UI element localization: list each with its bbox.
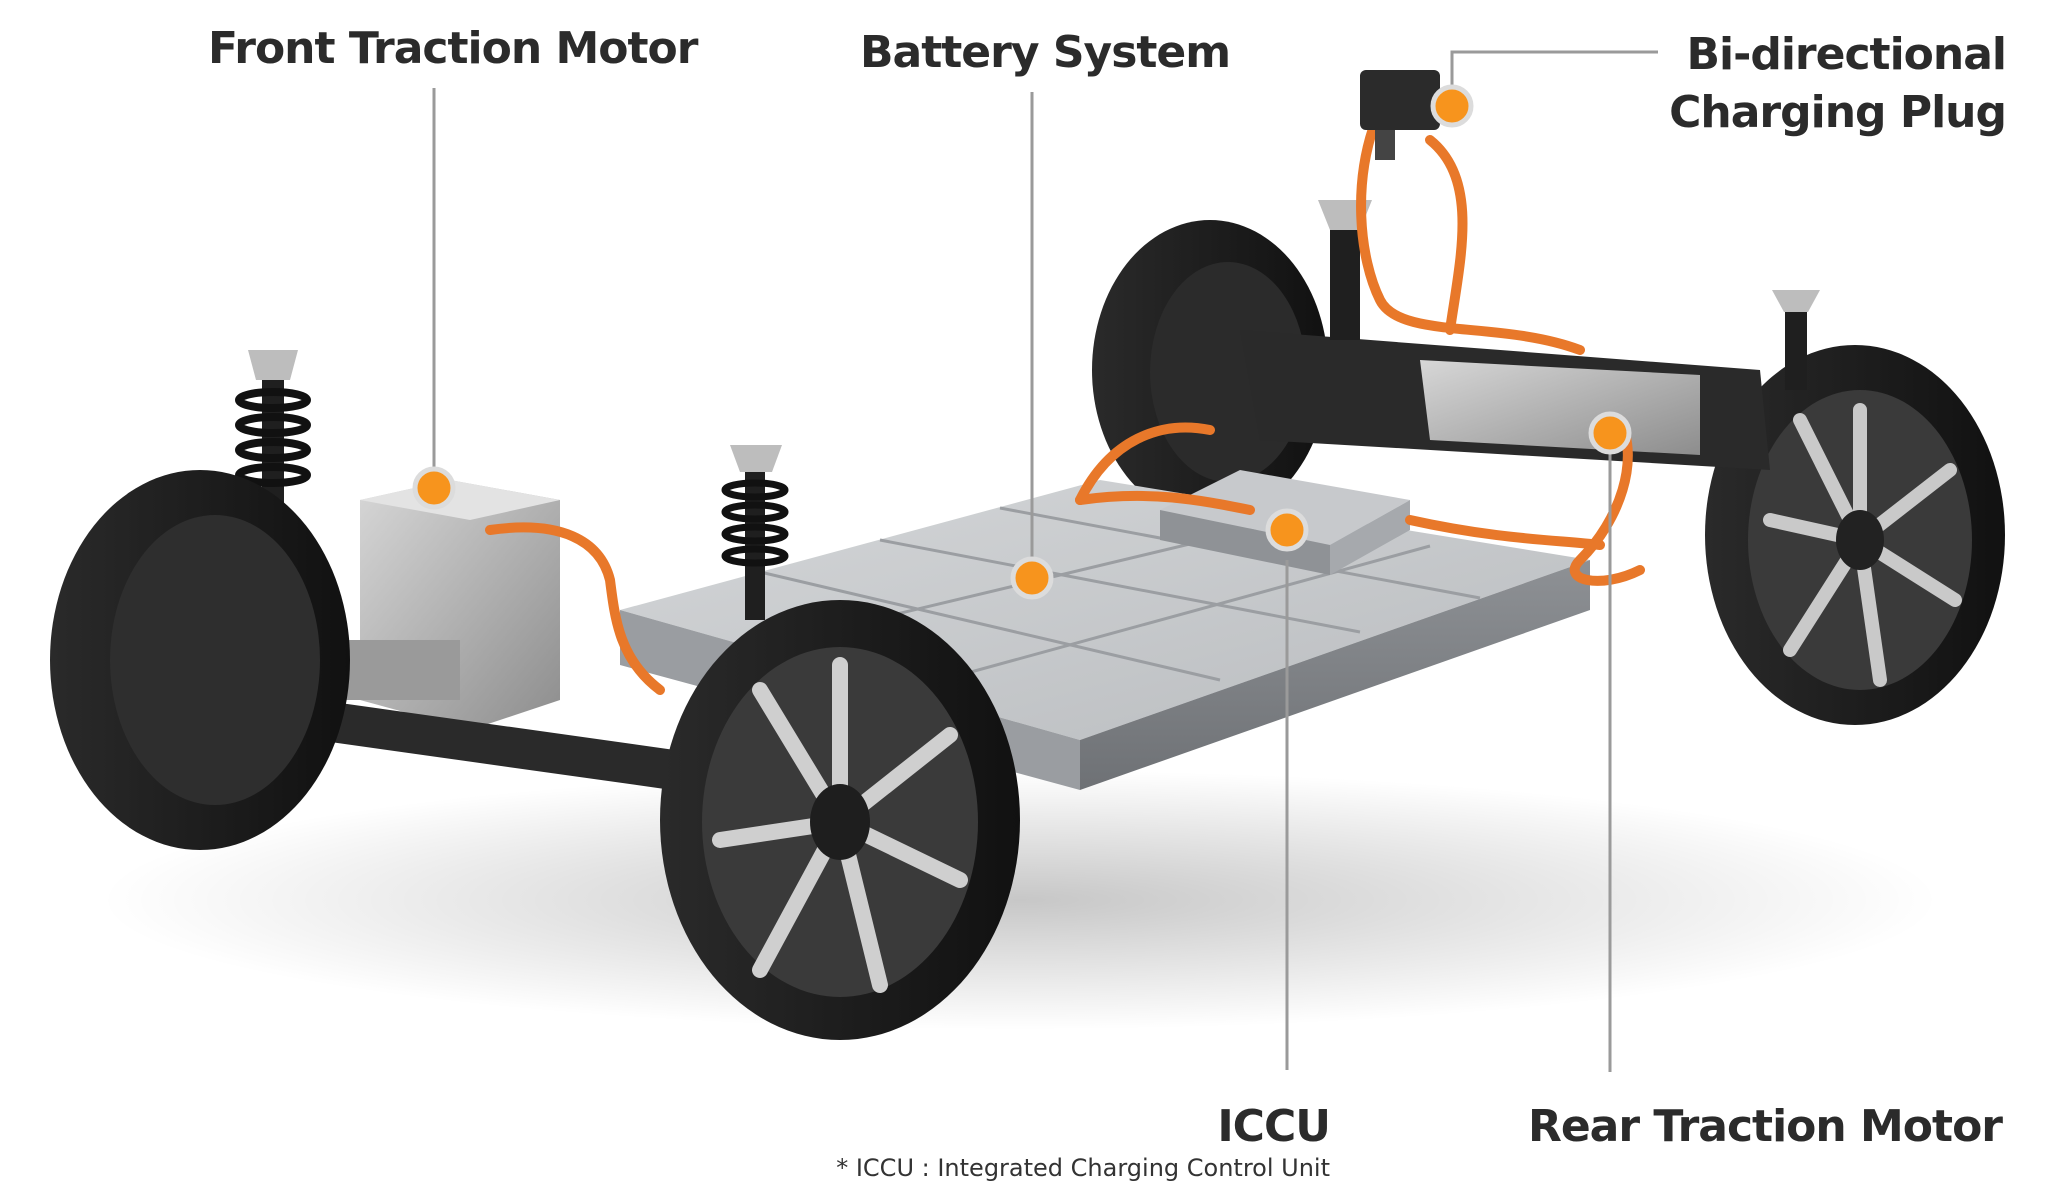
front-right-wheel (660, 600, 1020, 1040)
front-left-wheel (50, 470, 350, 850)
label-battery-system: Battery System (860, 27, 1231, 78)
front-right-strut (721, 445, 789, 620)
leader-plug (1450, 50, 1658, 98)
front-left-strut (235, 350, 311, 530)
hv-cables (485, 105, 1645, 695)
label-bidirectional-charging-plug: Bi-directional Charging Plug (1669, 26, 2007, 142)
label-rear-traction-motor: Rear Traction Motor (1527, 1101, 2003, 1152)
label-iccu: ICCU (1217, 1101, 1331, 1152)
marker-iccu (1265, 508, 1309, 552)
marker-rear-motor (1588, 411, 1632, 455)
ground-shadow (100, 770, 1940, 1030)
charging-plug-hardware (1360, 70, 1440, 160)
label-plug-line2: Charging Plug (1669, 87, 2007, 138)
leader-lines (432, 50, 1658, 1072)
marker-battery (1010, 556, 1054, 600)
footnote: * ICCU : Integrated Charging Control Uni… (836, 1154, 1330, 1182)
rear-subframe (1240, 200, 1820, 470)
rear-right-wheel (1705, 345, 2005, 725)
label-plug-line1: Bi-directional (1686, 29, 2007, 80)
marker-plug (1430, 84, 1474, 128)
label-front-traction-motor: Front Traction Motor (208, 23, 698, 74)
iccu-unit (1160, 470, 1410, 575)
marker-front-motor (412, 466, 456, 510)
component-markers (412, 84, 1632, 600)
